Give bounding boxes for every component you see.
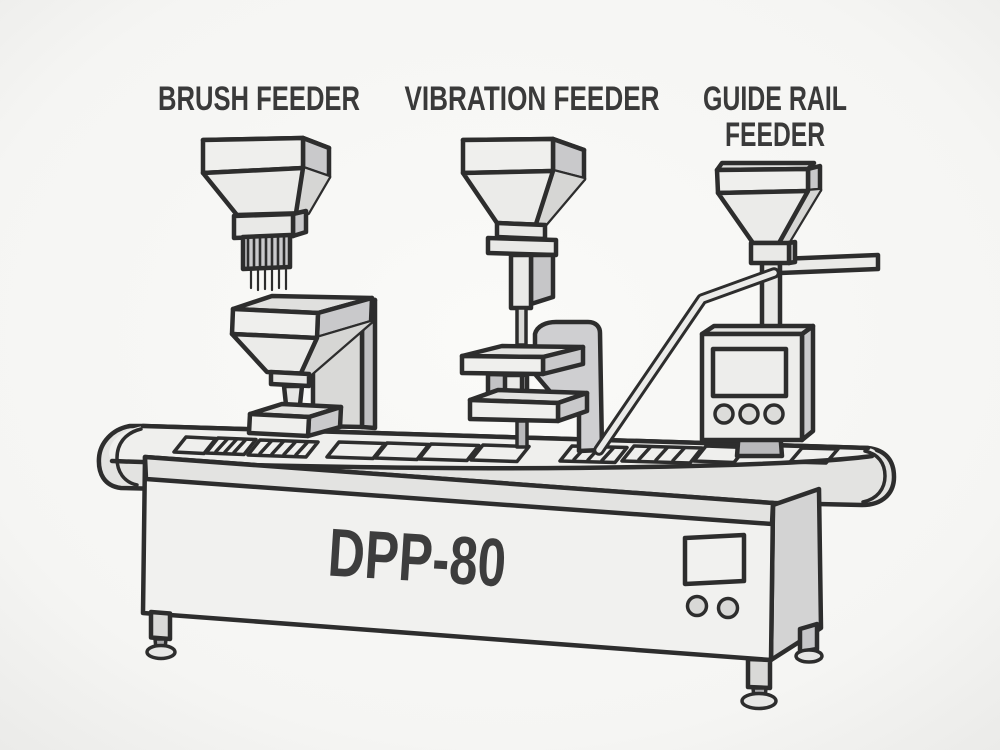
brush-feeder-station [200, 135, 378, 439]
control-box-screen [710, 346, 789, 399]
cabinet-button [685, 594, 709, 618]
blister-tray [558, 444, 629, 465]
hopper-funnel-fold [293, 165, 306, 216]
cabinet-legs [145, 609, 824, 711]
side-arm [777, 252, 881, 276]
brush-station-foot [246, 401, 344, 439]
control-box-button [763, 403, 785, 425]
brush-block-stripes [246, 236, 286, 268]
hopper-funnel-shade [536, 171, 584, 225]
blister-tray [469, 443, 531, 464]
vibration-feeder-label: VIBRATION FEEDER [405, 80, 660, 118]
hopper-funnel-fold [298, 335, 320, 376]
hopper-funnel-shade [301, 322, 371, 374]
brush-bristles [249, 266, 288, 292]
blister-tray [620, 444, 704, 465]
vibration-plates [459, 343, 590, 449]
blister-tray [204, 436, 258, 457]
blister-tray [417, 442, 481, 463]
blister-tray [246, 438, 320, 459]
foot-front [246, 411, 312, 439]
guide-rail-feeder-label-line1: GUIDE RAIL [703, 80, 847, 118]
guide-rail-feeder-station [593, 160, 881, 459]
vibration-hopper [460, 136, 587, 354]
control-box-button [713, 403, 735, 425]
conveyor-right-roller [861, 449, 887, 504]
conveyor-left-roller [115, 427, 143, 487]
machine-cabinet: DPP-80 [140, 454, 824, 711]
hopper-funnel-fold [776, 188, 811, 246]
control-box [699, 323, 816, 443]
guide-rail-feeder-label-line2: FEEDER [725, 116, 825, 154]
plate-stem [515, 419, 529, 449]
upper-plate-front [459, 353, 546, 377]
guide-rail [593, 267, 780, 456]
feed-tube [508, 252, 534, 311]
blister-tray [788, 446, 840, 465]
blister-trays [172, 435, 840, 465]
brush-upper-unit [200, 135, 332, 292]
tray-hatch [258, 439, 309, 457]
tray-hatch [637, 445, 686, 463]
leveling-foot [740, 691, 778, 711]
hopper-funnel-fold [533, 168, 556, 227]
lower-plate-front [467, 397, 561, 424]
machine-model-label: DPP-80 [326, 514, 508, 601]
leveling-leg [797, 621, 820, 655]
control-box-button [738, 403, 760, 425]
cabinet-top-band [142, 454, 776, 527]
cabinet-button [716, 596, 740, 620]
leveling-foot [794, 648, 824, 664]
leveling-leg [148, 609, 173, 642]
hopper-collar [268, 369, 312, 389]
hopper-collar [485, 235, 559, 258]
cabinet-display-screen [682, 532, 747, 587]
hopper-rim-front [460, 136, 556, 176]
hopper-collar [748, 240, 792, 266]
cabinet-control-panel [682, 532, 747, 620]
hopper-funnel-shade [296, 168, 329, 213]
hopper-funnel-shade [779, 190, 820, 243]
brush-feeder-label: BRUSH FEEDER [158, 80, 360, 118]
feed-tube-fin [528, 252, 556, 307]
vibration-feeder-station [459, 136, 605, 454]
feeder-labels: BRUSH FEEDER VIBRATION FEEDER GUIDE RAIL… [158, 80, 847, 154]
leveling-leg [745, 656, 773, 691]
hopper-collar [231, 211, 296, 241]
guide-hopper [714, 160, 823, 266]
feed-rod [515, 306, 528, 347]
leveling-foot [145, 643, 177, 661]
tray-hatch [214, 437, 247, 455]
